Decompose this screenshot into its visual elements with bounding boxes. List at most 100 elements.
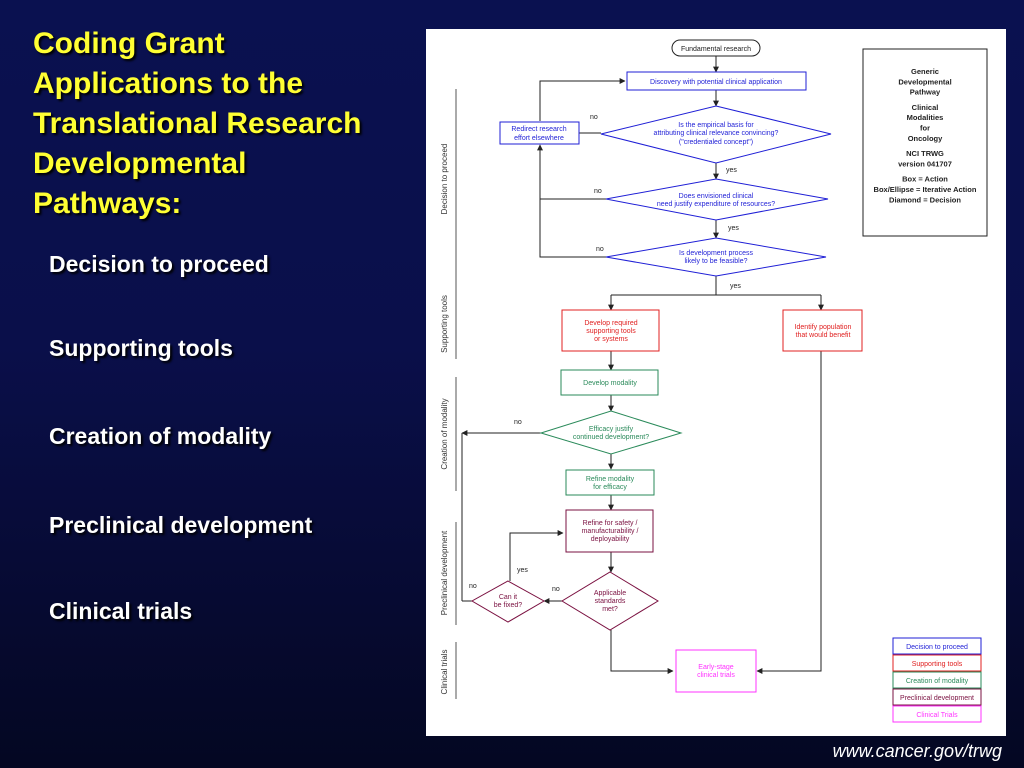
node-empirical-basis-label: ("credentialed concept") — [679, 139, 753, 146]
legend-supporting-label: Supporting tools — [912, 661, 963, 668]
edge-label-no: no — [552, 586, 560, 593]
node-refine-safety-label: manufacturability / — [582, 528, 639, 535]
node-standards — [561, 571, 659, 631]
legend-clinical — [892, 705, 982, 723]
info-box — [862, 48, 988, 237]
bullet-decision-to-proceed: Decision to proceed — [49, 251, 269, 277]
node-redirect-label: effort elsewhere — [514, 135, 564, 142]
node-refine-efficacy-label: Refine modality — [586, 476, 635, 483]
node-fundamental-research — [671, 39, 761, 57]
node-can-fix-label: be fixed? — [494, 602, 523, 609]
node-feasible-label: likely to be feasible? — [684, 258, 747, 265]
slide-title-line: Applications to the — [33, 67, 303, 100]
node-early-trials-label: Early-stage — [698, 664, 734, 671]
edge-label-no: no — [590, 114, 598, 121]
edge — [610, 630, 674, 674]
node-refine-safety-label: Refine for safety / — [583, 520, 638, 527]
slide-title-line: Pathways: — [33, 187, 182, 220]
info-box-line: Modalities — [907, 113, 944, 122]
edge-label-yes: yes — [730, 283, 741, 290]
slide-title-line: Translational Research — [33, 107, 362, 140]
bullet-clinical-trials: Clinical trials — [49, 598, 193, 624]
node-clinical-need — [605, 178, 829, 221]
legend-decision — [892, 637, 982, 655]
node-redirect-label: Redirect research — [511, 126, 566, 133]
node-discovery-label: Discovery with potential clinical applic… — [650, 79, 782, 86]
node-develop-tools-label: Develop required — [584, 320, 637, 327]
node-early-trials — [675, 649, 757, 693]
node-empirical-basis-label: Is the empirical basis for — [678, 122, 754, 129]
node-empirical-basis — [600, 105, 832, 164]
node-discovery — [626, 71, 807, 91]
edge-label-no: no — [594, 188, 602, 195]
edge-no — [539, 199, 606, 258]
legend-preclinical — [892, 688, 982, 706]
pathway-flowchart: Decision to proceed Supporting tools Cre… — [426, 29, 1006, 736]
node-develop-tools-label: or systems — [594, 336, 628, 343]
edge-label-no: no — [469, 583, 477, 590]
edge-label-no: no — [596, 246, 604, 253]
info-box-line: Box/Ellipse = Iterative Action — [874, 185, 977, 194]
phase-label-creation: Creation of modality — [440, 398, 449, 469]
info-box-line: Developmental — [898, 77, 951, 86]
node-can-fix-label: Can it — [499, 594, 517, 601]
node-identify-population-label: that would benefit — [796, 332, 851, 339]
legend-decision-label: Decision to proceed — [906, 644, 968, 651]
legend-supporting — [892, 654, 982, 672]
phase-label-decision: Decision to proceed — [440, 144, 449, 215]
node-clinical-need-label: need justify expenditure of resources? — [657, 201, 775, 208]
info-box-line: NCI TRWG — [906, 149, 944, 158]
info-box-lines: GenericDevelopmentalPathwayClinicalModal… — [874, 67, 977, 204]
info-box-line: Generic — [911, 67, 939, 76]
node-standards-label: standards — [595, 598, 626, 605]
legend-preclinical-label: Preclinical development — [900, 695, 974, 702]
legend-creation — [892, 671, 982, 689]
phase-label-preclinical: Preclinical development — [440, 530, 449, 615]
node-empirical-basis-label: attributing clinical relevance convincin… — [654, 130, 779, 137]
node-standards-label: Applicable — [594, 590, 626, 597]
info-box-line: Pathway — [910, 88, 941, 97]
edge — [756, 351, 822, 674]
info-box-line: Diamond = Decision — [889, 195, 961, 204]
bullet-preclinical-development: Preclinical development — [49, 512, 313, 538]
slide-title-line: Developmental — [33, 147, 247, 180]
node-early-trials-label: clinical trials — [697, 672, 735, 679]
edge-label-yes: yes — [728, 225, 739, 232]
node-standards-label: met? — [602, 606, 618, 613]
edge-yes — [509, 530, 564, 581]
bullet-supporting-tools: Supporting tools — [49, 335, 233, 361]
node-identify-population — [782, 309, 863, 352]
node-identify-population-label: Identify population — [795, 324, 852, 331]
legend-clinical-label: Clinical Trials — [916, 712, 958, 719]
node-redirect — [499, 121, 580, 145]
phase-label-clinical: Clinical trials — [440, 650, 449, 695]
node-can-fix — [470, 580, 546, 623]
bullet-creation-of-modality: Creation of modality — [49, 423, 272, 449]
node-efficacy-label: Efficacy justify — [589, 426, 634, 433]
info-box-line: Oncology — [908, 134, 943, 143]
info-box-line: Clinical — [912, 103, 939, 112]
node-feasible — [605, 237, 827, 277]
node-feasible-label: Is development process — [679, 250, 753, 257]
info-box-line: Box = Action — [902, 175, 948, 184]
node-refine-efficacy-label: for efficacy — [593, 484, 627, 491]
footer-url: www.cancer.gov/trwg — [832, 741, 1002, 761]
node-develop-tools-label: supporting tools — [586, 328, 636, 335]
node-develop-modality — [560, 369, 659, 396]
edge-label-yes: yes — [517, 567, 528, 574]
node-refine-safety-label: deployability — [591, 536, 630, 543]
info-box-line: for — [920, 124, 930, 133]
node-refine-safety — [565, 509, 654, 553]
node-develop-tools — [561, 309, 660, 352]
node-fundamental-research-label: Fundamental research — [681, 46, 751, 53]
edge-retry — [539, 78, 626, 121]
phase-label-supporting: Supporting tools — [440, 295, 449, 353]
node-efficacy — [539, 410, 683, 455]
info-box-line: version 041707 — [898, 159, 952, 168]
node-develop-modality-label: Develop modality — [583, 380, 637, 387]
edge-label-yes: yes — [726, 167, 737, 174]
node-clinical-need-label: Does envisioned clinical — [679, 193, 754, 200]
legend-creation-label: Creation of modality — [906, 678, 969, 685]
node-efficacy-label: continued development? — [573, 434, 649, 441]
slide-title: Coding Grant Applications to the Transla… — [33, 24, 361, 224]
